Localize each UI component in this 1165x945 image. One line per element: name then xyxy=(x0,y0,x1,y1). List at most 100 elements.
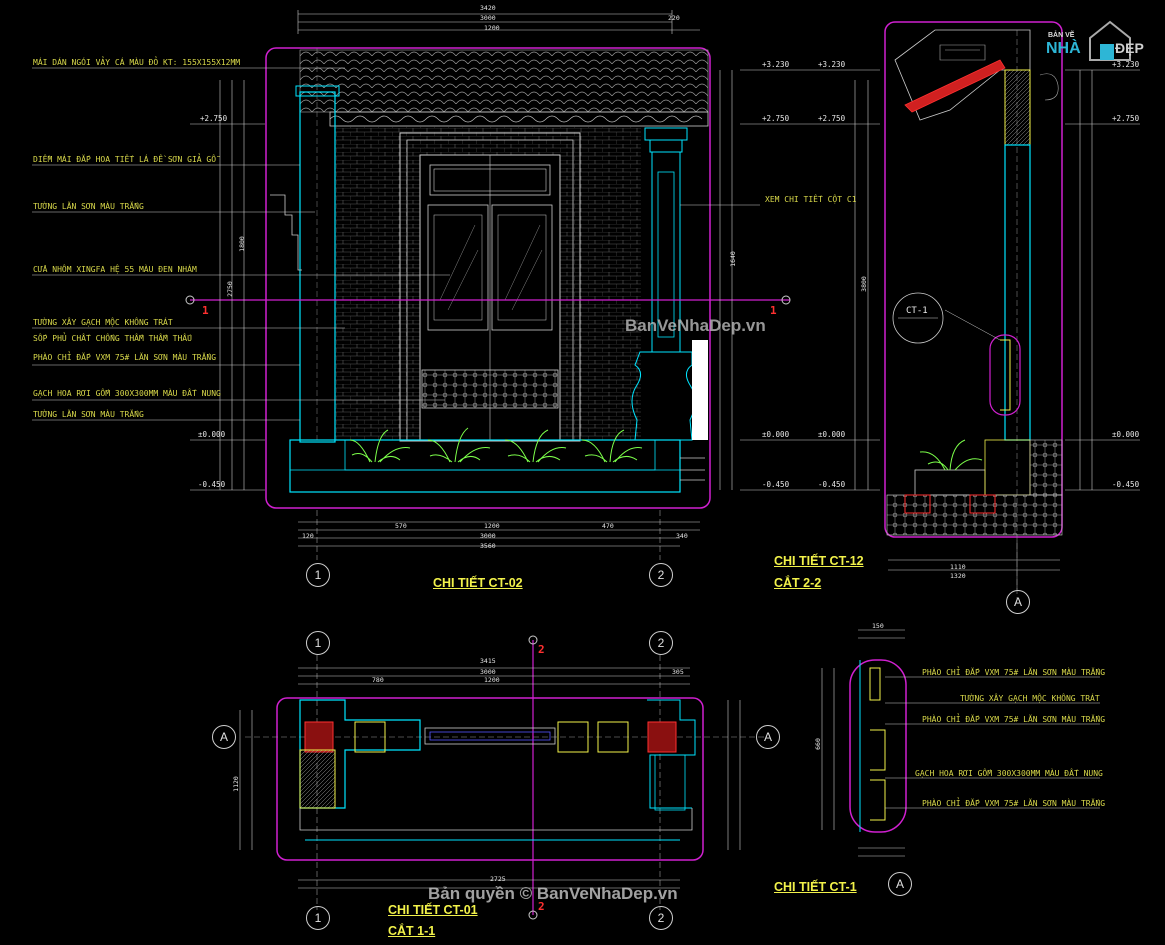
title-ct1: CHI TIẾT CT-1 xyxy=(774,880,857,894)
level-l1-mid2: +3.230 xyxy=(818,60,846,69)
note-wall-paint-2: TƯỜNG LĂN SƠN MÀU TRẮNG xyxy=(33,410,144,419)
section-ct12 xyxy=(854,21,1093,600)
level-l4-mid: -0.450 xyxy=(762,480,790,489)
note-roof-tiles: MÁI DÁN NGÓI VẢY CÁ MÀU ĐỎ KT: 155X155X1… xyxy=(33,58,241,67)
note-molding: PHÀO CHỈ ĐẮP VXM 75# LĂN SƠN MÀU TRẮNG xyxy=(33,353,217,362)
axis-bubble-2-plan-top: 2 xyxy=(649,631,673,655)
title-cut11: CẮT 1-1 xyxy=(388,924,436,938)
logo-small-text: BẢN VẼ xyxy=(1048,32,1075,39)
axis-bubble-1-plan-top: 1 xyxy=(306,631,330,655)
level-l2-right: +2.750 xyxy=(1112,114,1140,123)
section-label-1-left: 1 xyxy=(202,304,209,317)
plants xyxy=(349,427,643,463)
logo-dep-text: ĐẸP xyxy=(1115,40,1144,56)
level-l4-mid2: -0.450 xyxy=(818,480,846,489)
dim-bot-340: 340 xyxy=(676,532,688,540)
dim-h-1800: 1800 xyxy=(237,236,246,252)
note-tile: GẠCH HOA RƠI GỐM 300X300MM MÀU ĐẤT NUNG xyxy=(33,389,221,398)
detail-frame xyxy=(849,659,907,833)
elevation-ct02 xyxy=(32,10,1140,560)
note-waterproof: SỐP PHỦ CHẤT CHỐNG THẤM THẤM THẤU xyxy=(33,334,192,343)
dim-h-2750: 2750 xyxy=(225,281,234,297)
level-l1-mid: +3.230 xyxy=(762,60,790,69)
dim-plan-2725: 2725 xyxy=(490,875,506,883)
section-frame xyxy=(884,21,1063,538)
section-markers xyxy=(185,295,791,920)
dim-plan-3000: 3000 xyxy=(480,668,496,676)
dim-plan-1120: 1120 xyxy=(231,776,240,792)
ct1-note-4: GẠCH HOA RƠI GỐM 300X300MM MÀU ĐẤT NUNG xyxy=(915,769,1103,778)
dim-bot-3000: 3000 xyxy=(480,532,496,540)
axis-bubble-1-elev: 1 xyxy=(306,563,330,587)
dim-h-3800: 3800 xyxy=(859,276,868,292)
elevation-frame xyxy=(265,47,711,509)
level-l2-mid2: +2.750 xyxy=(818,114,846,123)
ct1-note-5: PHÀO CHỈ ĐẮP VXM 75# LĂN SƠN MÀU TRẮNG xyxy=(922,799,1106,808)
note-column: XEM CHI TIẾT CỘT C1 xyxy=(765,195,857,204)
dim-top-3000: 3000 xyxy=(480,14,496,22)
dim-ct1-150: 150 xyxy=(872,622,884,630)
level-l4-right: -0.450 xyxy=(1112,480,1140,489)
section-label-1-right: 1 xyxy=(770,304,777,317)
title-cut22: CẮT 2-2 xyxy=(774,576,822,590)
detail-ct1 xyxy=(821,629,1100,857)
level-l4-left: -0.450 xyxy=(198,480,226,489)
level-l3-left: ±0.000 xyxy=(198,430,226,439)
section-label-2-bottom: 2 xyxy=(538,900,545,913)
dim-sec-1320: 1320 xyxy=(950,572,966,580)
dim-plan-780: 780 xyxy=(372,676,384,684)
plan-frame xyxy=(276,697,704,861)
level-l3-right: ±0.000 xyxy=(1112,430,1140,439)
dim-bot-3560: 3560 xyxy=(480,542,496,550)
site-logo xyxy=(1089,20,1131,61)
axis-bubble-a-left: A xyxy=(212,725,236,749)
ct1-callout-label: CT-1 xyxy=(906,306,928,316)
level-l2-mid: +2.750 xyxy=(762,114,790,123)
title-ct01: CHI TIẾT CT-01 xyxy=(388,903,478,917)
door-outer-frame xyxy=(399,132,581,442)
level-l3-mid2: ±0.000 xyxy=(818,430,846,439)
roof-fascia xyxy=(329,111,709,127)
left-pillar xyxy=(299,91,336,443)
dim-bot-570: 570 xyxy=(395,522,407,530)
note-eave: DIỀM MÁI ĐẮP HOA TIẾT LÁ ĐỀ SƠN GIẢ GỖ xyxy=(33,155,217,164)
dim-top-total: 3420 xyxy=(480,4,496,12)
note-door: CỬA NHÔM XINGFA HỆ 55 MÀU ĐEN NHÁM xyxy=(33,265,197,274)
level-l1-right: +3.230 xyxy=(1112,60,1140,69)
section-wall xyxy=(1004,144,1031,441)
dim-h-1640: 1640 xyxy=(728,251,737,267)
dim-plan-305: 305 xyxy=(672,668,684,676)
axis-bubble-1-plan-bot: 1 xyxy=(306,906,330,930)
dim-plan-3415: 3415 xyxy=(480,657,496,665)
section-label-2-top: 2 xyxy=(538,643,545,656)
dim-bot-120: 120 xyxy=(302,532,314,540)
dim-top-1200: 1200 xyxy=(484,24,500,32)
column-c1 xyxy=(631,127,696,441)
axis-bubble-a-section: A xyxy=(1006,590,1030,614)
dim-sec-1110: 1110 xyxy=(950,563,966,571)
note-wall-paint: TƯỜNG LĂN SƠN MÀU TRẮNG xyxy=(33,202,144,211)
dim-plan-1200: 1200 xyxy=(484,676,500,684)
roof-tiles xyxy=(299,49,709,113)
title-ct12: CHI TIẾT CT-12 xyxy=(774,554,864,568)
dim-bot-1200: 1200 xyxy=(484,522,500,530)
level-l3-mid: ±0.000 xyxy=(762,430,790,439)
dim-ct1-660: 660 xyxy=(813,738,822,750)
level-l2-left: +2.750 xyxy=(200,114,228,123)
axis-bubble-a-right: A xyxy=(756,725,780,749)
title-ct02: CHI TIẾT CT-02 xyxy=(433,576,523,590)
logo-nha-text: NHÀ xyxy=(1046,40,1081,57)
note-brick-wall: TƯỜNG XÂY GẠCH MỘC KHÔNG TRÁT xyxy=(33,318,173,327)
dim-top-220: 220 xyxy=(668,14,680,22)
dim-bot-470: 470 xyxy=(602,522,614,530)
ct1-note-2: TƯỜNG XÂY GẠCH MỘC KHÔNG TRÁT xyxy=(960,694,1100,703)
watermark-bottom: Bản quyền © BanVeNhaDep.vn xyxy=(428,884,678,903)
axis-bubble-2-elev: 2 xyxy=(649,563,673,587)
ct1-callout xyxy=(892,292,944,344)
axis-bubble-2-plan-bot: 2 xyxy=(649,906,673,930)
ct1-note-1: PHÀO CHỈ ĐẮP VXM 75# LĂN SƠN MÀU TRẮNG xyxy=(922,668,1106,677)
plan-ct01 xyxy=(239,640,765,915)
axis-bubble-a-detail: A xyxy=(888,872,912,896)
watermark-center: BanVeNhaDep.vn xyxy=(625,316,766,335)
